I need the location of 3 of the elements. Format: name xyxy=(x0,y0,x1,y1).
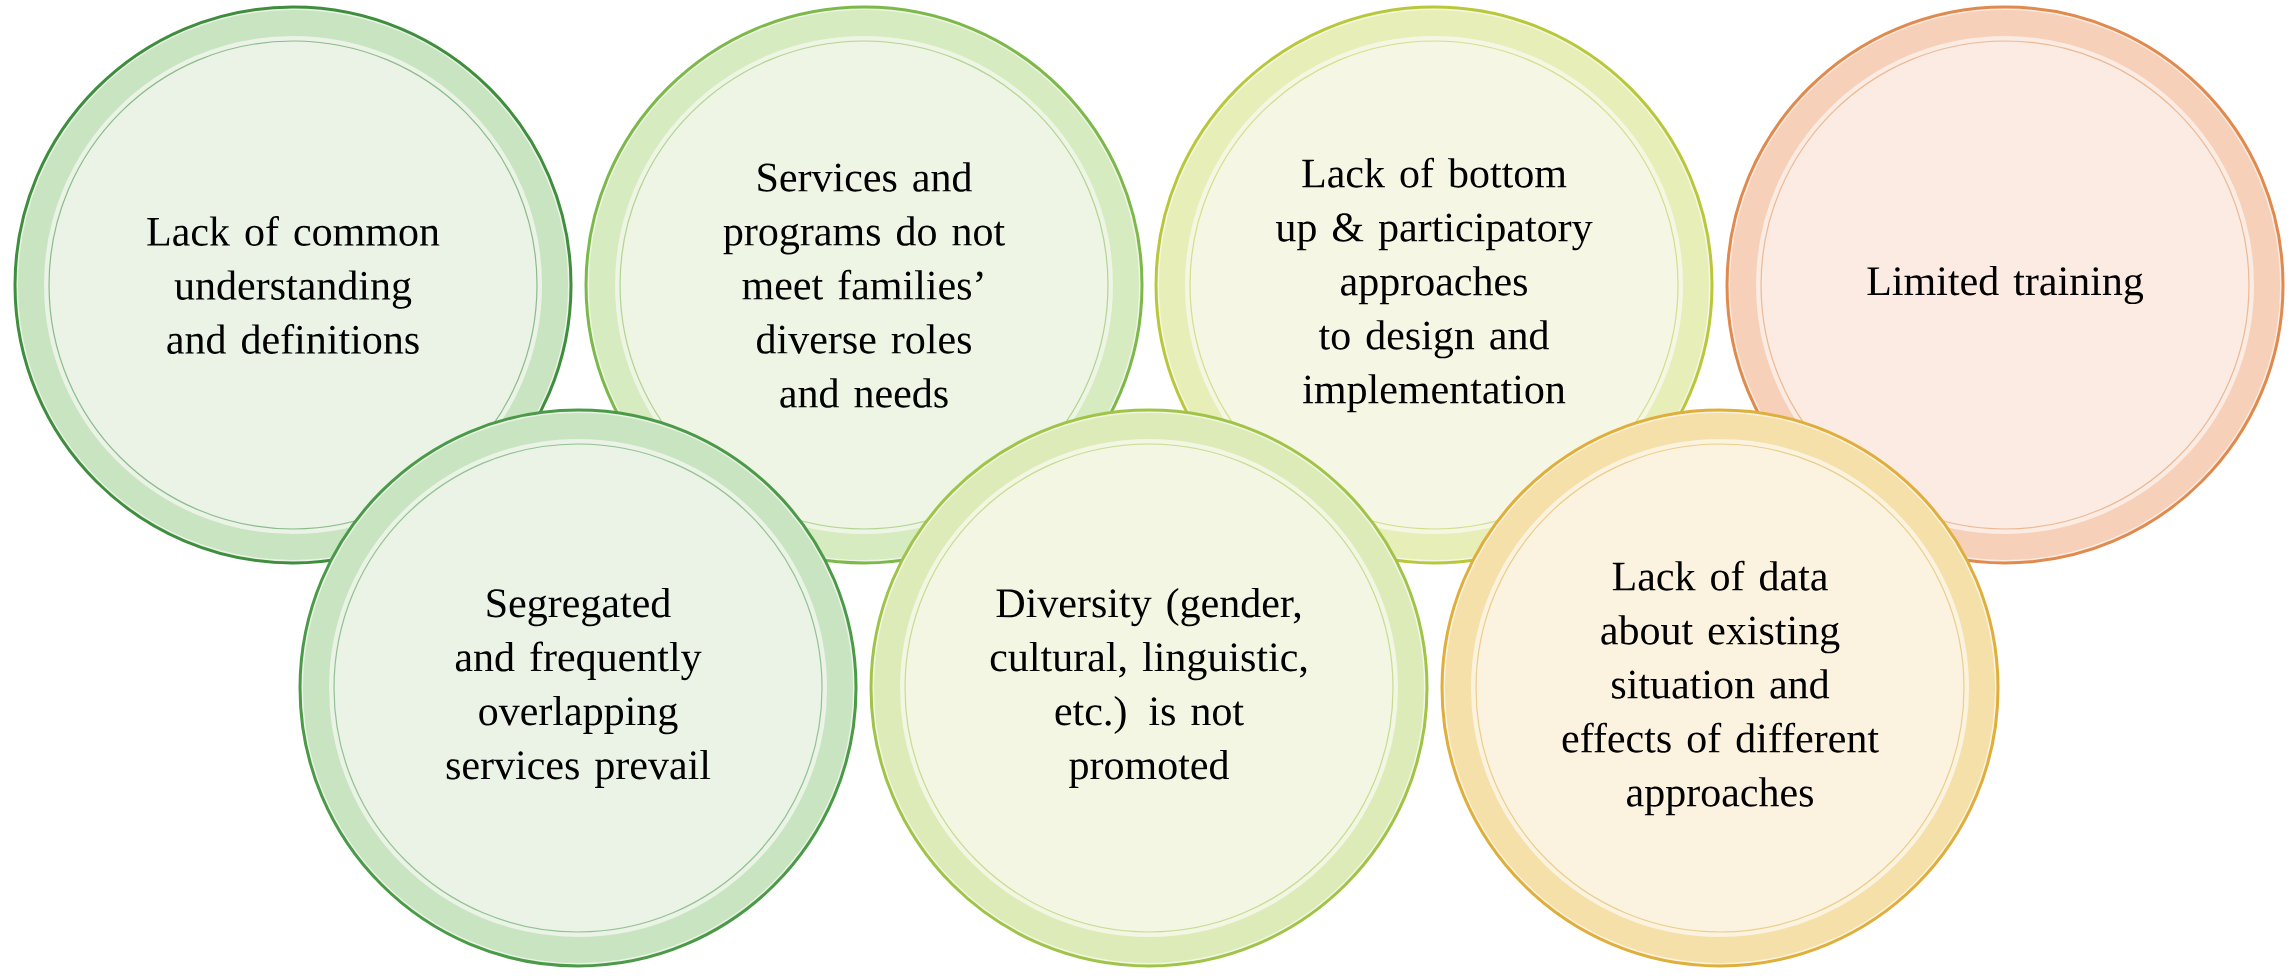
node-label: Services and programs do not meet families’ diverse roles and needs xyxy=(723,162,1005,408)
node-label: Diversity (gender, cultural, linguistic, etc.) is not promoted xyxy=(990,587,1307,789)
node-label: Segregated and frequently overlapping services prevail xyxy=(446,587,711,789)
